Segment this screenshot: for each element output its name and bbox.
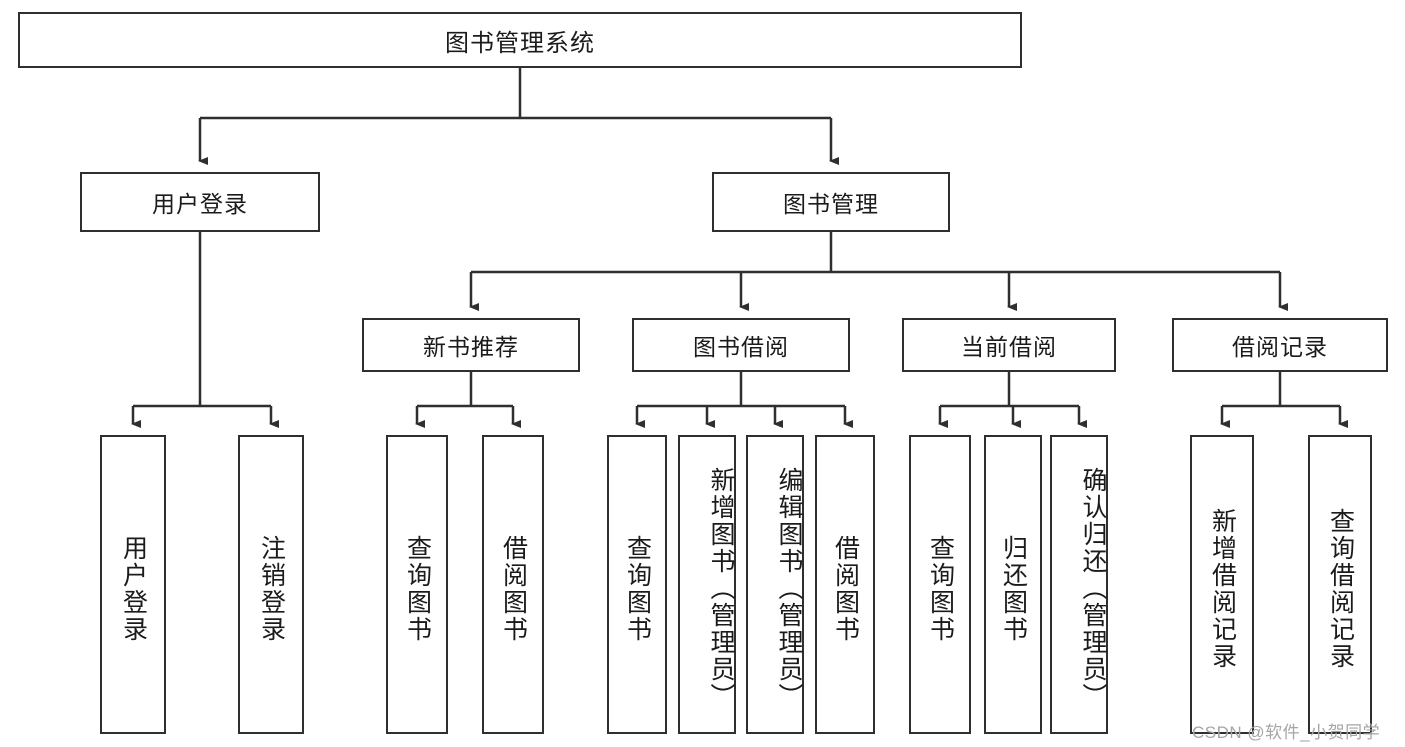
node-leaf-7[interactable]: 借阅图书 [815,435,875,734]
node-label: 用户登录 [119,534,148,643]
node-label: 图书管理系统 [445,29,595,57]
node-leaf-6[interactable]: 编辑图书（管理员） [746,435,804,734]
node-label: 查询图书 [926,534,955,643]
node-root-system[interactable]: 图书管理系统 [18,12,1022,68]
node-label: 查询图书 [403,534,432,643]
node-label: 当前借阅 [961,334,1057,360]
node-label: 借阅图书 [831,534,860,643]
node-level3-3[interactable]: 借阅记录 [1172,318,1388,372]
csdn-watermark: CSDN @软件_小贺同学 [1192,723,1381,742]
node-label: 新增图书（管理员） [707,467,735,710]
node-leaf-0[interactable]: 用户登录 [100,435,166,734]
node-level2-1[interactable]: 图书管理 [712,172,950,232]
node-level3-1[interactable]: 图书借阅 [632,318,850,372]
node-label: 新增借阅记录 [1208,507,1237,670]
node-leaf-2[interactable]: 查询图书 [386,435,448,734]
node-leaf-10[interactable]: 确认归还（管理员） [1050,435,1108,734]
node-leaf-5[interactable]: 新增图书（管理员） [678,435,736,734]
node-leaf-9[interactable]: 归还图书 [984,435,1042,734]
node-leaf-11[interactable]: 新增借阅记录 [1190,435,1254,734]
node-label: 图书借阅 [693,334,789,360]
node-leaf-4[interactable]: 查询图书 [607,435,667,734]
node-label: 借阅记录 [1232,334,1328,360]
node-leaf-8[interactable]: 查询图书 [909,435,971,734]
node-label: 编辑图书（管理员） [775,467,803,710]
node-label: 注销登录 [257,534,286,643]
node-label: 查询图书 [623,534,652,643]
node-level3-0[interactable]: 新书推荐 [362,318,580,372]
node-label: 借阅图书 [499,534,528,643]
node-label: 图书管理 [783,191,879,217]
node-label: 归还图书 [999,534,1028,643]
node-label: 用户登录 [152,191,248,217]
node-leaf-1[interactable]: 注销登录 [238,435,304,734]
node-label: 新书推荐 [423,334,519,360]
node-label: 确认归还（管理员） [1079,467,1107,710]
node-level3-2[interactable]: 当前借阅 [902,318,1116,372]
node-leaf-12[interactable]: 查询借阅记录 [1308,435,1372,734]
node-label: 查询借阅记录 [1326,507,1355,670]
node-leaf-3[interactable]: 借阅图书 [482,435,544,734]
node-level2-0[interactable]: 用户登录 [80,172,320,232]
